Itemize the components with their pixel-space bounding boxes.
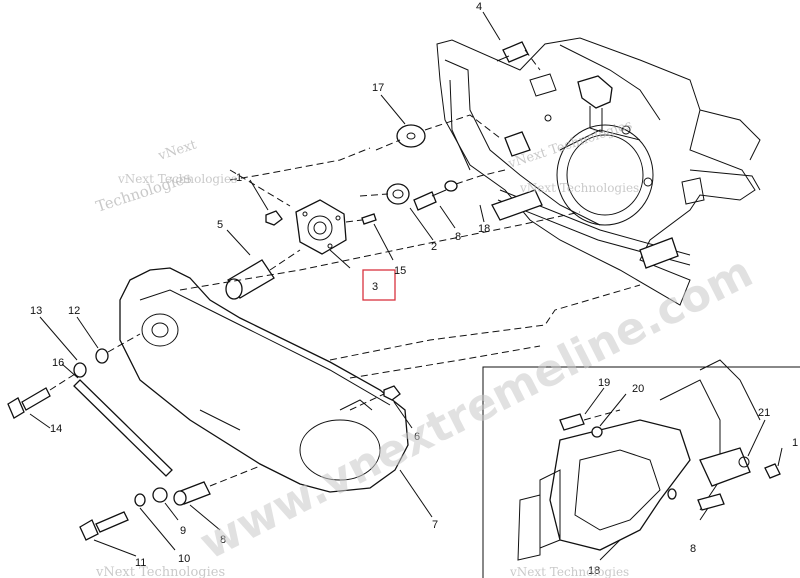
callout-19: 19 bbox=[598, 377, 610, 389]
part-1-nut bbox=[249, 179, 283, 226]
parts-2-8-18-group bbox=[359, 169, 543, 241]
callout-1-upper: 1 bbox=[236, 172, 242, 184]
callout-12: 12 bbox=[68, 305, 80, 317]
watermark-vnext-tech-3: vNext Technologies bbox=[519, 181, 639, 195]
callout-13: 13 bbox=[30, 305, 42, 317]
part-17-washer bbox=[375, 94, 501, 151]
callout-17: 17 bbox=[372, 82, 384, 94]
callout-8-inset: 8 bbox=[690, 543, 696, 555]
part-14-bolt bbox=[7, 373, 76, 429]
parts-12-13-washers bbox=[39, 316, 141, 378]
callout-4: 4 bbox=[476, 1, 482, 13]
callout-labels: 4 17 1 5 2 8 18 15 3 13 12 16 14 6 7 9 1… bbox=[30, 1, 798, 577]
watermark-vnext-tech-4: vNext Technologies bbox=[95, 565, 225, 578]
callout-10: 10 bbox=[178, 553, 190, 565]
part-16-rod bbox=[61, 363, 173, 477]
watermark-vnext-tech-5: vNext Technologies bbox=[509, 565, 629, 578]
callout-3[interactable]: 3 bbox=[372, 281, 378, 293]
callout-18-inset: 18 bbox=[588, 565, 600, 577]
part-3-flange bbox=[229, 169, 394, 269]
callout-2: 2 bbox=[431, 241, 437, 253]
callout-8-lower: 8 bbox=[220, 534, 226, 546]
part-7-chain-case bbox=[119, 267, 433, 518]
callout-1-inset: 1 bbox=[792, 437, 798, 449]
parts-lower-fasteners bbox=[79, 465, 261, 557]
callout-16: 16 bbox=[52, 357, 64, 369]
part-5-tube bbox=[225, 229, 301, 300]
callout-5: 5 bbox=[217, 219, 223, 231]
part-6-nut bbox=[349, 385, 413, 429]
callout-21: 21 bbox=[758, 407, 770, 419]
callout-8-upper: 8 bbox=[455, 231, 461, 243]
watermark-vnext-tech-1: vNext Technologies bbox=[117, 172, 237, 186]
dashed-leaders bbox=[179, 147, 641, 379]
engine-housing bbox=[436, 37, 761, 306]
callout-18-upper: 18 bbox=[478, 223, 490, 235]
detail-inset bbox=[482, 359, 800, 578]
callout-14: 14 bbox=[50, 423, 62, 435]
callout-7: 7 bbox=[432, 519, 438, 531]
callout-9: 9 bbox=[180, 525, 186, 537]
watermark-vnext-1: vNext bbox=[156, 137, 199, 164]
callout-6: 6 bbox=[414, 431, 420, 443]
part-3-highlight-box[interactable] bbox=[362, 269, 396, 301]
callout-11: 11 bbox=[135, 557, 146, 569]
callout-20: 20 bbox=[632, 383, 644, 395]
part-4-bolt bbox=[482, 11, 541, 71]
callout-15: 15 bbox=[394, 265, 406, 277]
